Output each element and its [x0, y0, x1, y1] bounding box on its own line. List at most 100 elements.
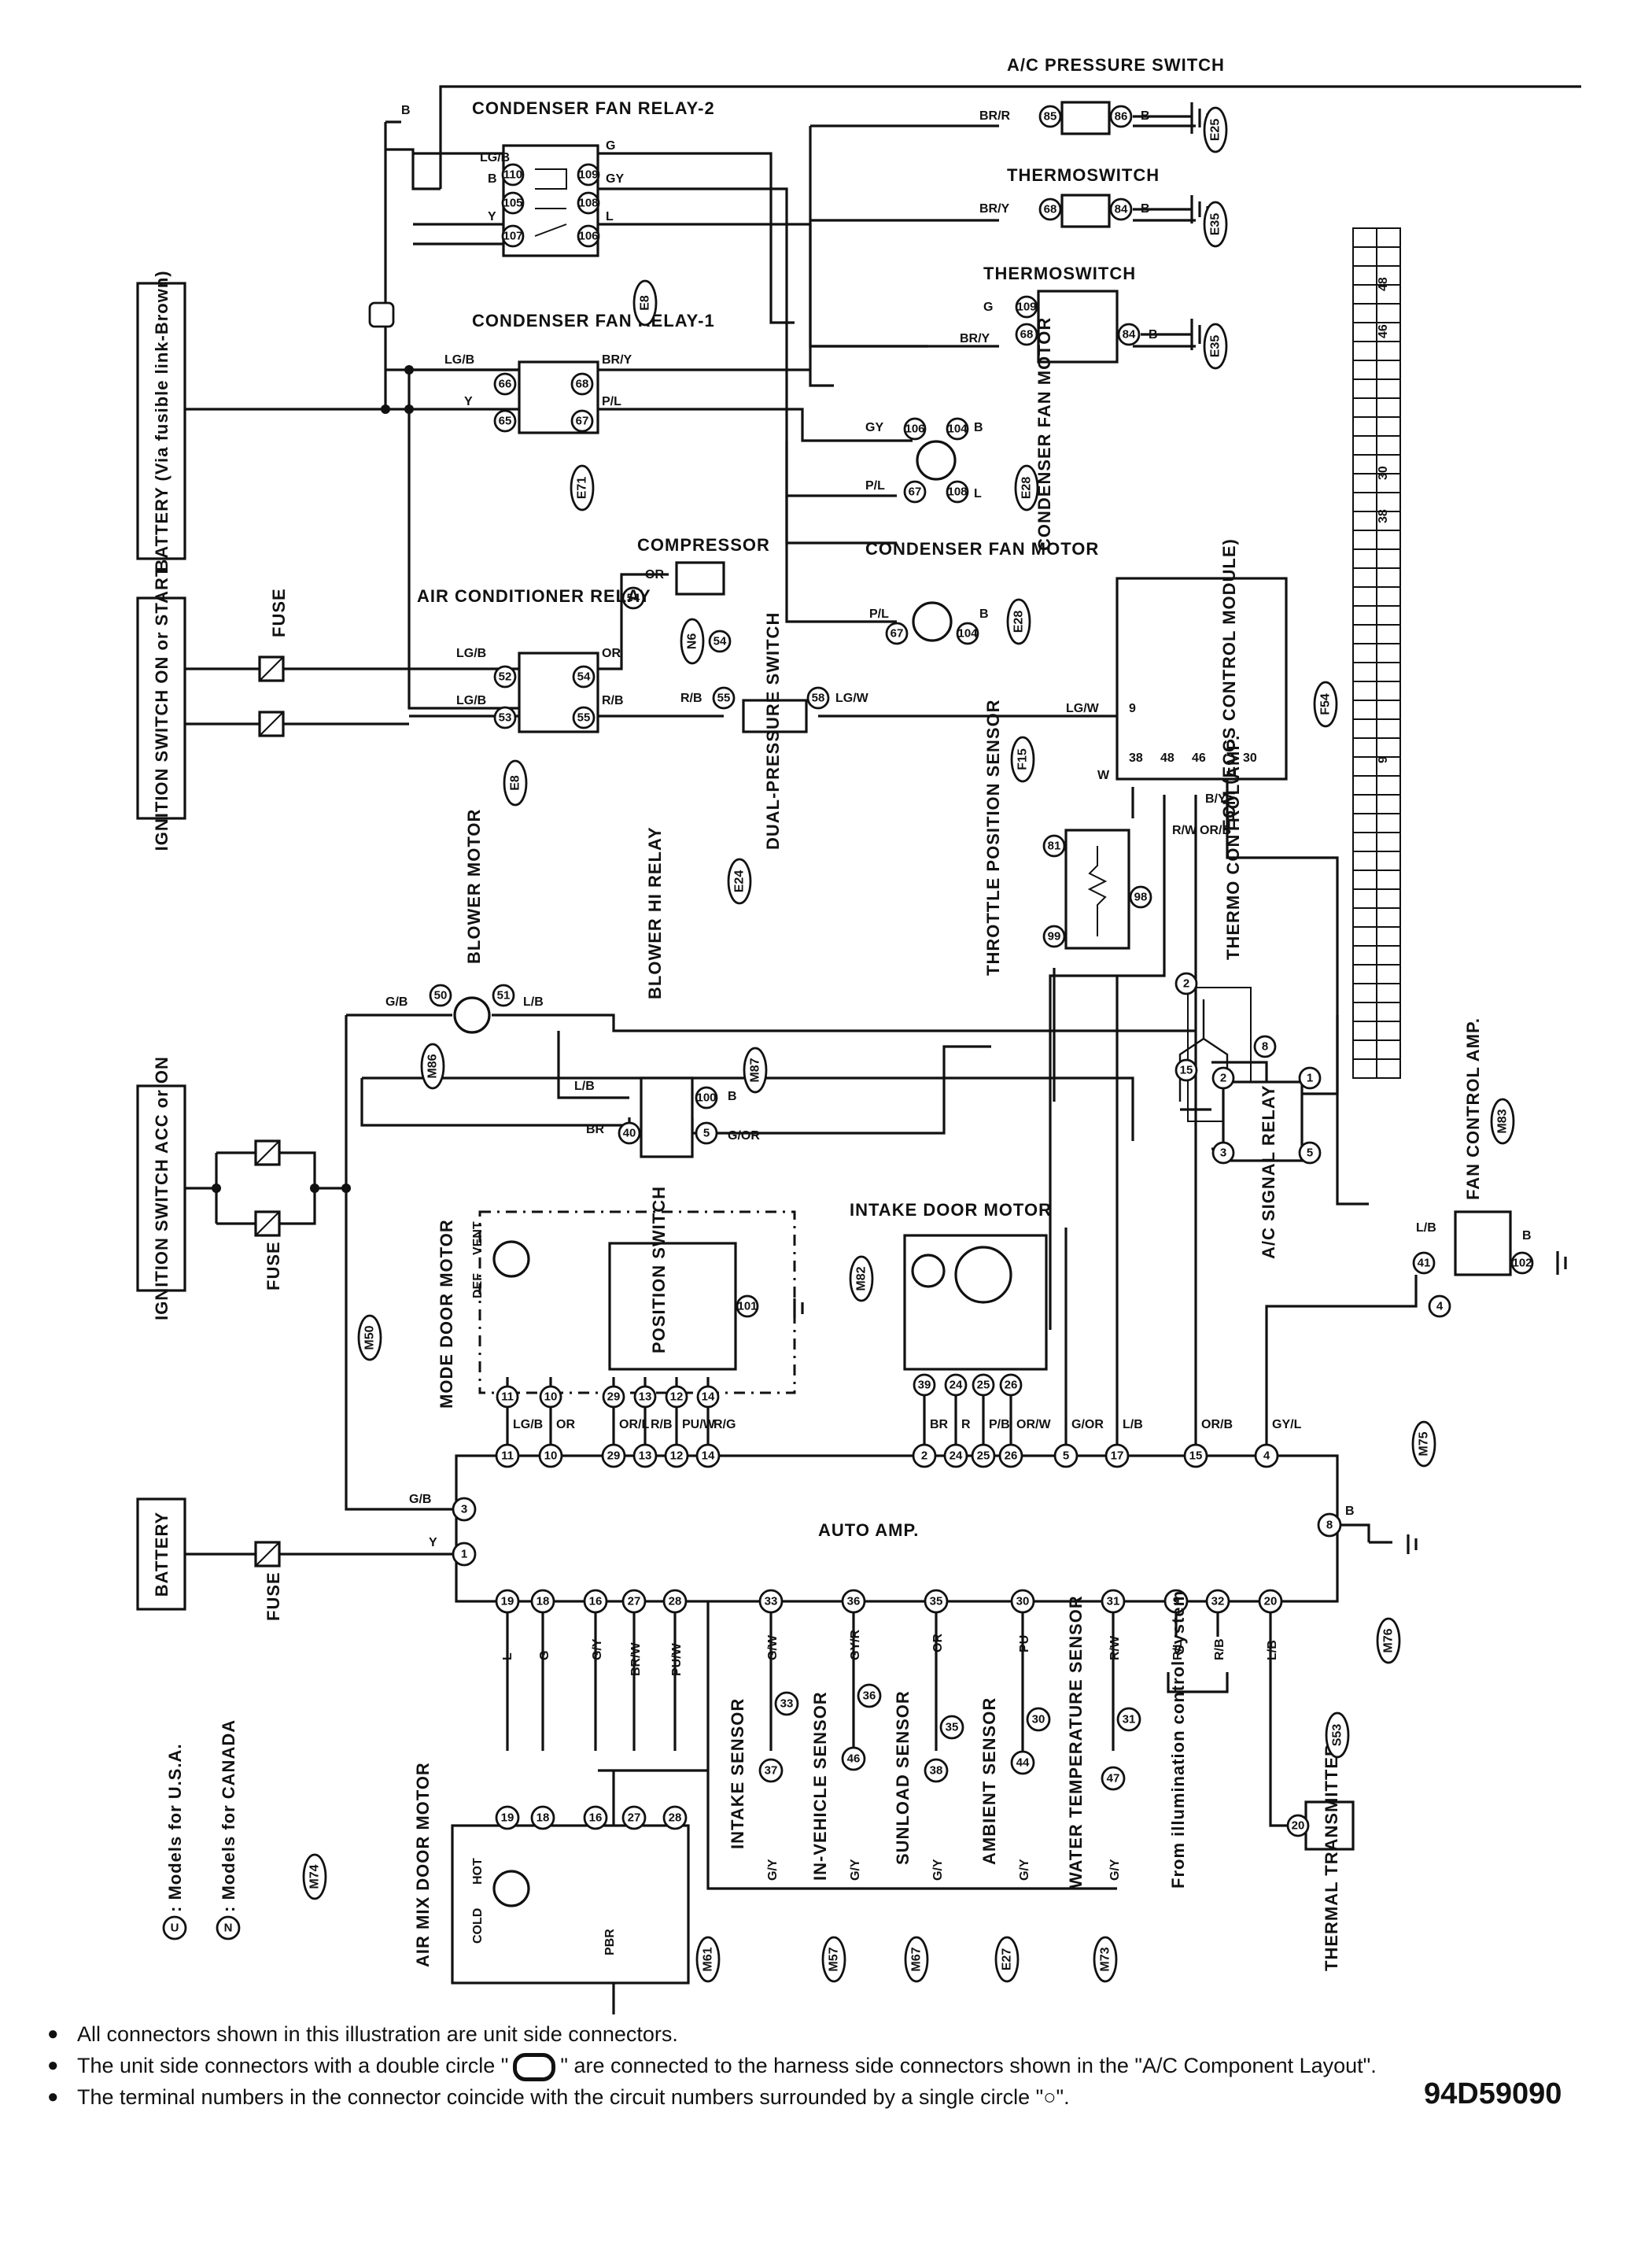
svg-text:M73: M73 — [1099, 1947, 1112, 1971]
ecm-connector-bar: 48 46 30 38 9 — [1352, 227, 1401, 1079]
svg-text:L: L — [606, 210, 614, 223]
svg-text:LG/W: LG/W — [1066, 702, 1100, 715]
svg-text:LG/B: LG/B — [513, 1418, 543, 1431]
svg-text:W: W — [1097, 769, 1110, 782]
svg-text:AUTO AMP.: AUTO AMP. — [818, 1520, 919, 1540]
svg-text:BR/Y: BR/Y — [602, 353, 632, 367]
double-circle-icon — [513, 2052, 556, 2081]
svg-text:GY: GY — [865, 421, 883, 434]
svg-text:104: 104 — [957, 627, 978, 641]
svg-text:N6: N6 — [686, 633, 699, 650]
svg-text:48: 48 — [1160, 751, 1174, 765]
svg-text:A/C SIGNAL RELAY: A/C SIGNAL RELAY — [1259, 1085, 1278, 1259]
svg-text:109: 109 — [578, 168, 598, 182]
svg-text:BR/Y: BR/Y — [960, 332, 990, 345]
svg-text:106: 106 — [578, 230, 598, 243]
svg-text:L/B: L/B — [1416, 1221, 1436, 1235]
condenser-fan-relay-1: CONDENSER FAN RELAY-1 66 65 68 67 LG/B B… — [444, 311, 715, 434]
condenser-fan-relay-2: CONDENSER FAN RELAY-2 110 105 107 109 10… — [401, 98, 715, 257]
svg-text:P/B: P/B — [989, 1418, 1010, 1431]
svg-text:1: 1 — [1307, 1072, 1313, 1085]
svg-text:104: 104 — [947, 423, 968, 436]
svg-text:BR: BR — [930, 1418, 949, 1431]
svg-text:35: 35 — [946, 1721, 959, 1734]
svg-text:BR/R: BR/R — [979, 109, 1011, 123]
svg-text:BLOWER MOTOR: BLOWER MOTOR — [464, 809, 484, 964]
svg-text:M82: M82 — [855, 1266, 868, 1291]
svg-text:26: 26 — [1005, 1449, 1018, 1463]
svg-text:14: 14 — [702, 1449, 715, 1463]
svg-text:G/B: G/B — [409, 1493, 431, 1506]
svg-text:108: 108 — [578, 197, 598, 210]
footnotes: ●All connectors shown in this illustrati… — [47, 2018, 1613, 2113]
svg-text:25: 25 — [977, 1379, 990, 1392]
svg-text:46: 46 — [1192, 751, 1206, 765]
svg-text:19: 19 — [501, 1811, 514, 1825]
svg-text:58: 58 — [812, 692, 825, 705]
svg-text:27: 27 — [628, 1811, 641, 1825]
svg-text:84: 84 — [1115, 203, 1128, 216]
condenser-fan-motor-a: 106 104 67 108 GY P/L B L CONDENSER FAN … — [865, 317, 1054, 551]
svg-text:COLD: COLD — [471, 1908, 485, 1944]
svg-text:67: 67 — [576, 415, 589, 428]
svg-text:53: 53 — [499, 711, 512, 725]
svg-text:R/W: R/W — [1108, 1635, 1122, 1660]
svg-text:Y: Y — [429, 1536, 437, 1549]
svg-text:5: 5 — [1307, 1147, 1313, 1160]
svg-text:G/Y: G/Y — [591, 1638, 604, 1660]
svg-text:DUAL-PRESSURE SWITCH: DUAL-PRESSURE SWITCH — [763, 612, 783, 850]
svg-text:CONDENSER FAN RELAY-1: CONDENSER FAN RELAY-1 — [472, 311, 715, 330]
svg-text:G/W: G/W — [766, 1634, 780, 1660]
svg-text:M61: M61 — [702, 1947, 715, 1971]
svg-text:54: 54 — [627, 592, 640, 605]
svg-text:39: 39 — [918, 1379, 931, 1392]
svg-text:IN-VEHICLE SENSOR: IN-VEHICLE SENSOR — [810, 1691, 830, 1881]
svg-text:PU/W: PU/W — [682, 1418, 716, 1431]
svg-text:CONDENSER FAN RELAY-2: CONDENSER FAN RELAY-2 — [472, 98, 715, 118]
wire-network: AUTO AMP. — [185, 85, 1581, 2014]
svg-text:G: G — [538, 1651, 551, 1660]
svg-text:OR/B: OR/B — [1200, 824, 1231, 837]
svg-text:AIR CONDITIONER RELAY: AIR CONDITIONER RELAY — [417, 586, 651, 606]
note-3: ●The terminal numbers in the connector c… — [47, 2085, 1070, 2109]
svg-text:LG/B: LG/B — [456, 694, 486, 707]
svg-text:OR: OR — [645, 568, 664, 582]
svg-text:E28: E28 — [1012, 611, 1026, 633]
svg-text:E8: E8 — [639, 295, 652, 311]
svg-text:INTAKE SENSOR: INTAKE SENSOR — [728, 1698, 747, 1849]
svg-text:86: 86 — [1115, 110, 1128, 124]
svg-text:108: 108 — [947, 486, 967, 499]
svg-text:68: 68 — [576, 378, 589, 391]
svg-text:5: 5 — [703, 1127, 710, 1140]
svg-text:30: 30 — [1032, 1713, 1045, 1726]
svg-text:THERMOSWITCH: THERMOSWITCH — [1007, 165, 1160, 185]
svg-text:R/B: R/B — [680, 692, 702, 705]
svg-text:R/G: R/G — [714, 1418, 736, 1431]
svg-text:33: 33 — [765, 1595, 778, 1608]
blower-hi-relay: 40 100 5 L/B BR B G/OR BLOWER HI RELAY — [574, 826, 760, 1158]
svg-text:: Models for U.S.A.: : Models for U.S.A. — [165, 1743, 185, 1912]
legend: U : Models for U.S.A. N : Models for CAN… — [162, 1719, 241, 1940]
svg-text:L: L — [974, 487, 982, 500]
svg-text:31: 31 — [1107, 1595, 1120, 1608]
svg-text:54: 54 — [714, 635, 727, 648]
svg-text:13: 13 — [639, 1390, 652, 1404]
svg-text:2: 2 — [1220, 1072, 1226, 1085]
svg-text:L/B: L/B — [1266, 1640, 1279, 1660]
svg-text:M76: M76 — [1382, 1628, 1396, 1652]
svg-text:E28: E28 — [1020, 477, 1034, 500]
svg-text:L: L — [501, 1652, 514, 1660]
svg-text:33: 33 — [780, 1697, 794, 1711]
wiring-schematic: BATTERY (Via fusible link-Brown) IGNITIO… — [136, 55, 1581, 2014]
svg-text:CONDENSER FAN MOTOR: CONDENSER FAN MOTOR — [1034, 317, 1054, 551]
svg-text:B: B — [1522, 1229, 1532, 1243]
svg-text:M50: M50 — [363, 1325, 377, 1350]
svg-text:67: 67 — [909, 486, 922, 499]
svg-text:84: 84 — [1123, 328, 1136, 342]
svg-text:L/B: L/B — [574, 1080, 595, 1093]
svg-text:36: 36 — [847, 1595, 861, 1608]
svg-text:38: 38 — [930, 1764, 943, 1778]
svg-text:9: 9 — [1173, 1595, 1179, 1608]
svg-text:2: 2 — [1183, 977, 1189, 991]
note-2: ●The unit side connectors with a double … — [47, 2050, 1613, 2081]
